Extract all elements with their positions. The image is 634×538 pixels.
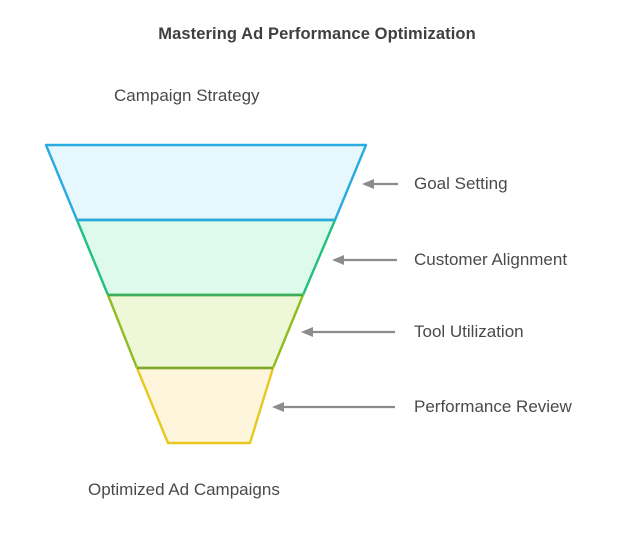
funnel-segment-tool-utilization[interactable] — [106, 293, 305, 370]
stage-label-tool-utilization: Tool Utilization — [414, 322, 524, 341]
arrow-goal-setting — [362, 179, 398, 189]
arrow-customer-alignment — [332, 255, 397, 265]
arrow-performance-review — [272, 402, 395, 412]
funnel-segment-performance-review[interactable] — [135, 366, 275, 445]
funnel-segment-customer-alignment[interactable] — [75, 218, 337, 297]
funnel-top-caption: Campaign Strategy — [114, 86, 260, 105]
stage-label-performance-review: Performance Review — [414, 397, 572, 416]
funnel-segment-goal-setting[interactable] — [44, 143, 368, 222]
arrow-tool-utilization — [301, 327, 395, 337]
page-title: Mastering Ad Performance Optimization — [158, 25, 476, 43]
funnel-bottom-caption: Optimized Ad Campaigns — [88, 480, 280, 499]
stage-label-goal-setting: Goal Setting — [414, 174, 508, 193]
stage-label-customer-alignment: Customer Alignment — [414, 250, 568, 269]
